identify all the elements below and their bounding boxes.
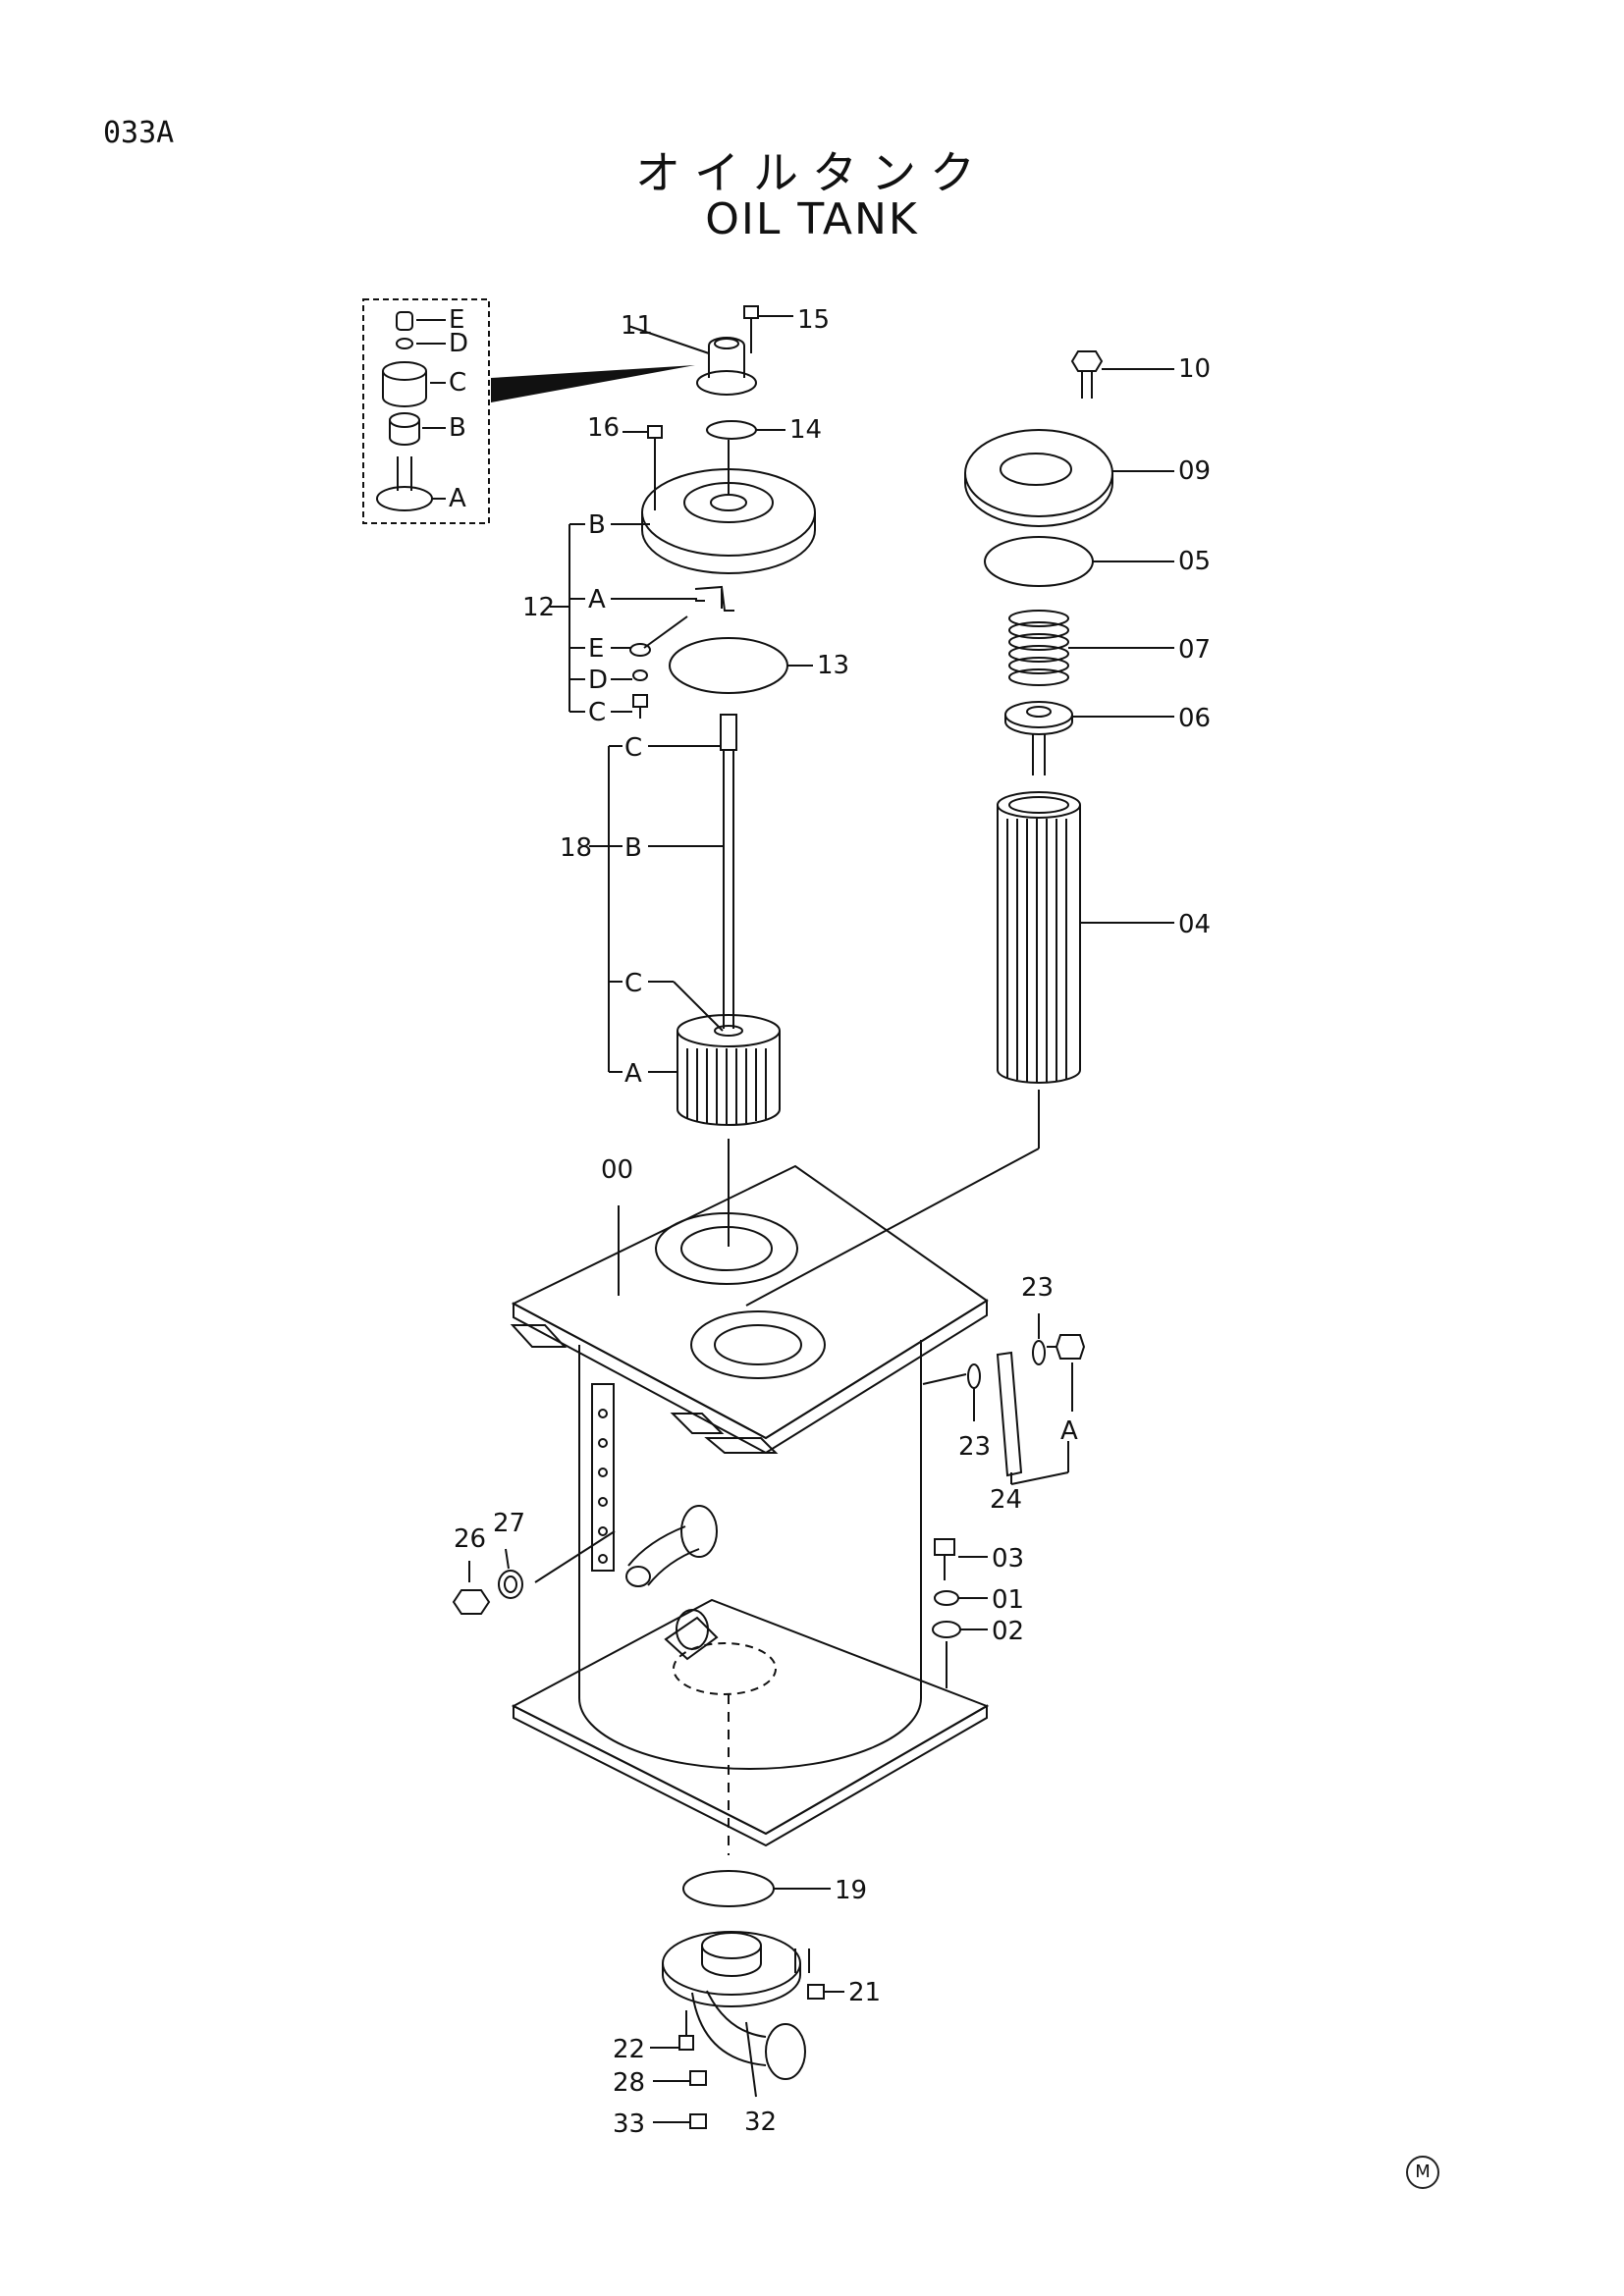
gasket-14 [706,420,785,440]
inset-label-d: D [449,329,468,358]
label-06: 06 [1178,704,1211,733]
suction-flange [662,1931,810,2098]
label-10: 10 [1178,354,1211,384]
label-12e: E [588,634,604,664]
label-00: 00 [601,1155,633,1185]
plug-21 [807,1984,844,2000]
label-18b: B [624,833,642,863]
label-02: 02 [992,1617,1024,1646]
label-14: 14 [789,415,822,445]
washer-01 [934,1590,988,1606]
label-05: 05 [1178,547,1211,576]
diagram-code: 033A [103,116,175,150]
label-16: 16 [587,413,620,443]
gasket-19 [682,1870,831,1907]
washers-12 [629,615,688,719]
cap-detail-inset [362,298,695,524]
fitting-28 [653,2070,707,2086]
part-labels: E D C B A 11 15 16 14 10 09 05 07 06 04 … [449,305,1211,2139]
bolt-10 [1070,350,1174,399]
label-21: 21 [848,1978,881,2007]
title-english: OIL TANK [705,194,919,244]
washer-23-b [1032,1313,1046,1365]
label-32: 32 [744,2108,777,2137]
valve-06 [1004,701,1174,775]
label-33: 33 [613,2109,645,2139]
label-19: 19 [835,1876,867,1905]
label-18a: A [624,1059,642,1089]
washer-02 [932,1621,988,1688]
label-12d: D [588,666,608,695]
label-23-top: 23 [1021,1273,1054,1303]
fitting-22 [650,2010,694,2051]
label-27: 27 [493,1509,525,1538]
cover-plate [623,425,816,574]
strainer-rod [720,714,737,1029]
label-03: 03 [992,1544,1024,1574]
label-12: 12 [522,593,555,622]
label-18c-bottom: C [624,969,642,998]
tank-body [510,1164,990,1855]
gasket-13 [669,637,813,694]
inset-label-b: B [449,413,466,443]
inset-label-c: C [449,368,466,398]
filter-element-04 [745,791,1174,1307]
label-12a: A [588,585,606,614]
fitting-33 [653,2113,707,2129]
plug-27 [498,1548,523,1599]
bracket-12a [694,585,734,612]
label-23-bottom: 23 [958,1432,991,1462]
inset-label-e: E [449,305,464,335]
label-26: 26 [454,1524,486,1554]
label-24-sub-a: A [1060,1416,1078,1446]
fitting-03 [934,1538,988,1580]
label-22: 22 [613,2035,645,2064]
callout-bracket-18 [589,745,724,1073]
cover-09 [964,429,1174,527]
label-11: 11 [621,311,653,341]
label-13: 13 [817,651,849,680]
label-12b: B [588,510,606,540]
label-18: 18 [560,833,592,863]
plate-24 [996,1351,1069,1485]
callout-bracket-12 [550,523,697,713]
label-18c-top: C [624,733,642,763]
bolt-24a [1047,1334,1086,1412]
strainer-element [677,1014,781,1247]
label-12c: C [588,698,606,727]
label-07: 07 [1178,635,1211,665]
title-japanese: オイルタンク [635,146,989,199]
bolt-15 [743,305,793,353]
plug-26 [452,1561,491,1615]
spring-07 [1008,610,1174,686]
inset-label-a: A [449,484,466,513]
o-ring-05 [984,536,1174,587]
label-09: 09 [1178,456,1211,486]
washer-23-a [922,1363,981,1421]
label-24: 24 [990,1485,1022,1515]
copyright-mark: M [1406,2156,1439,2189]
label-15: 15 [797,305,830,335]
label-04: 04 [1178,910,1211,939]
breather-cap [627,325,757,396]
label-01: 01 [992,1585,1024,1615]
label-28: 28 [613,2068,645,2098]
